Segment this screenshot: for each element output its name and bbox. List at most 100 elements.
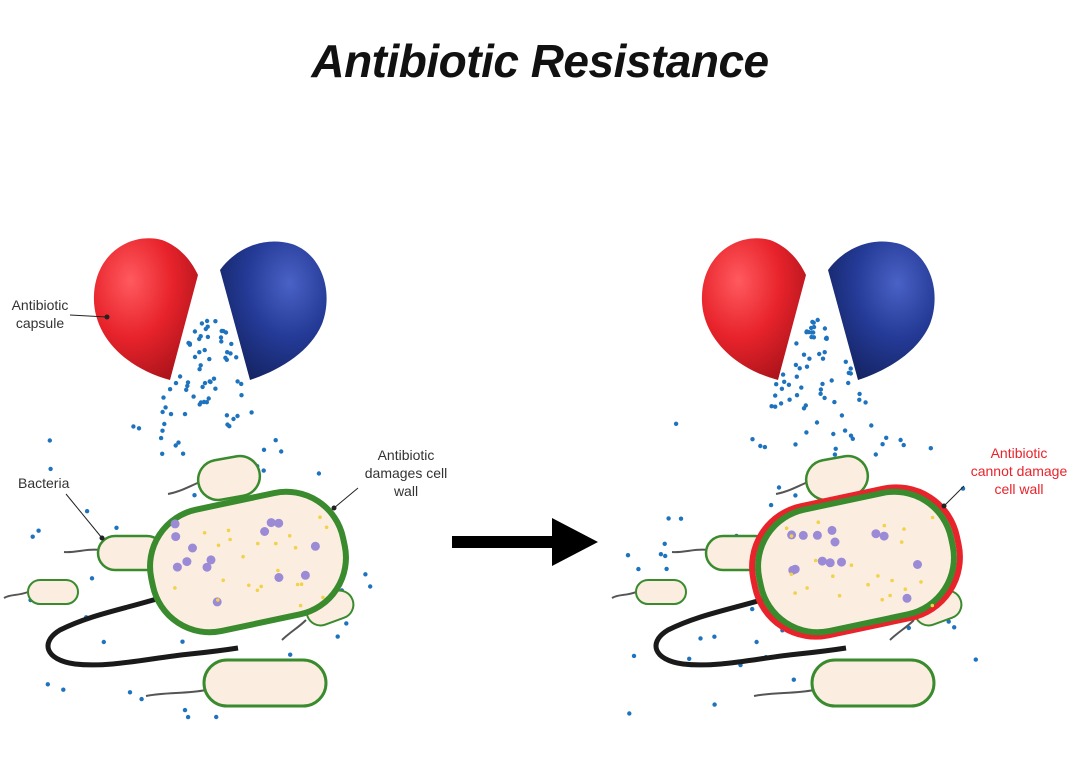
antibiotic-particle xyxy=(223,355,228,360)
antibiotic-particle xyxy=(780,372,786,377)
antibiotic-particle xyxy=(273,438,278,443)
antibiotic-particle xyxy=(750,606,755,612)
antibiotic-particle xyxy=(213,386,218,391)
antibiotic-particle xyxy=(202,347,207,353)
damages-pointer-line xyxy=(333,487,359,509)
cytoplasm-granule xyxy=(879,531,889,541)
antibiotic-particle xyxy=(793,362,799,368)
antibiotic-particle xyxy=(160,428,165,433)
left-panel xyxy=(3,238,373,720)
antibiotic-particle xyxy=(218,335,224,340)
antibiotic-particle xyxy=(344,621,349,626)
damages-label-line-3: wall xyxy=(393,483,419,499)
antibiotic-particle xyxy=(213,319,218,324)
antibiotic-particle xyxy=(636,566,641,572)
cytoplasm-dot xyxy=(321,595,325,600)
antibiotic-particle xyxy=(261,447,267,452)
cytoplasm-dot xyxy=(299,582,304,586)
capsule-label-line-2: capsule xyxy=(15,315,65,331)
right-bacterium-large-resistant-coat xyxy=(749,484,963,640)
antibiotic-particle xyxy=(202,380,208,386)
antibiotic-particle xyxy=(625,553,631,558)
cytoplasm-dot xyxy=(805,586,809,590)
antibiotic-particle xyxy=(84,509,90,514)
transition-arrow xyxy=(452,518,598,566)
cannot-damage-label: Antibiotic cannot damage cell wall xyxy=(962,444,1076,498)
antibiotic-particle xyxy=(809,325,814,331)
cytoplasm-dot xyxy=(813,558,818,563)
cytoplasm-granule xyxy=(825,558,835,568)
cytoplasm-granule xyxy=(837,557,846,567)
antibiotic-particle xyxy=(192,493,197,498)
cytoplasm-dot xyxy=(226,528,231,533)
antibiotic-particle xyxy=(234,355,239,360)
left-bacterium-large xyxy=(147,488,349,636)
antibiotic-particle xyxy=(673,421,679,426)
antibiotic-particle xyxy=(873,452,878,457)
cytoplasm-granule xyxy=(830,537,840,547)
antibiotic-particle xyxy=(658,552,664,557)
antibiotic-particle xyxy=(815,317,820,323)
antibiotic-particle xyxy=(678,516,684,521)
antibiotic-particle xyxy=(804,430,809,435)
damages-label-line-2: damages cell xyxy=(364,465,448,481)
left-flagellum-small-c xyxy=(167,481,201,495)
antibiotic-particle xyxy=(857,391,862,397)
cannot-label-line-2: cannot damage xyxy=(970,463,1068,479)
antibiotic-particle xyxy=(185,714,191,720)
antibiotic-particle xyxy=(167,387,173,392)
antibiotic-particle xyxy=(631,653,637,659)
antibiotic-particle xyxy=(901,442,906,448)
cytoplasm-dot xyxy=(903,587,908,591)
antibiotic-particle xyxy=(810,319,815,325)
antibiotic-particle xyxy=(224,413,230,418)
antibiotic-particle xyxy=(776,485,782,490)
antibiotic-particle xyxy=(820,381,825,387)
cytoplasm-dot xyxy=(816,520,821,524)
antibiotic-particle xyxy=(857,397,862,402)
cytoplasm-dot xyxy=(888,593,892,598)
cytoplasm-dot xyxy=(276,568,280,573)
cytoplasm-dot xyxy=(274,541,278,546)
antibiotic-particle xyxy=(973,657,978,662)
bacteria-label: Bacteria xyxy=(18,475,70,491)
antibiotic-particle xyxy=(807,356,812,361)
antibiotic-particle xyxy=(818,387,824,392)
antibiotic-particle xyxy=(186,340,191,346)
left-flagellum-main xyxy=(45,595,239,668)
antibiotic-particle xyxy=(687,656,692,661)
cytoplasm-dot xyxy=(287,534,292,538)
right-panel xyxy=(611,238,978,716)
antibiotic-particle xyxy=(832,452,838,457)
antibiotic-particle xyxy=(101,639,107,645)
cytoplasm-dot xyxy=(259,584,264,589)
antibiotic-particle xyxy=(769,404,774,409)
capsule-pointer-line xyxy=(69,314,108,318)
cytoplasm-dot xyxy=(324,525,329,530)
right-capsule-red-half xyxy=(701,238,806,380)
antibiotic-particle xyxy=(627,711,632,716)
antibiotic-particle xyxy=(197,367,202,372)
antibiotic-particle xyxy=(173,443,178,448)
cytoplasm-dot xyxy=(318,515,322,519)
antibiotic-particle xyxy=(829,378,834,383)
antibiotic-particle xyxy=(698,636,703,641)
antibiotic-particle xyxy=(368,584,373,589)
cytoplasm-granule xyxy=(206,555,216,565)
antibiotic-particle xyxy=(48,466,53,472)
antibiotic-particle xyxy=(229,341,234,347)
antibiotic-particle xyxy=(228,351,233,356)
right-flagellum-main xyxy=(653,595,847,668)
diagram-title: Antibiotic Resistance xyxy=(311,35,769,87)
antibiotic-particle xyxy=(207,379,212,384)
cytoplasm-granule xyxy=(266,518,276,528)
antibiotic-particle xyxy=(768,502,774,508)
damages-cell-wall-label: Antibiotic damages cell wall xyxy=(356,446,456,500)
cytoplasm-dot xyxy=(295,582,300,587)
antibiotic-particle xyxy=(192,329,198,334)
antibiotic-particle xyxy=(161,395,166,400)
antibiotic-particle xyxy=(288,652,293,657)
bacteria-pointer-dot xyxy=(99,535,105,541)
antibiotic-particle xyxy=(778,401,784,406)
cannot-label-line-1: Antibiotic xyxy=(990,445,1048,461)
